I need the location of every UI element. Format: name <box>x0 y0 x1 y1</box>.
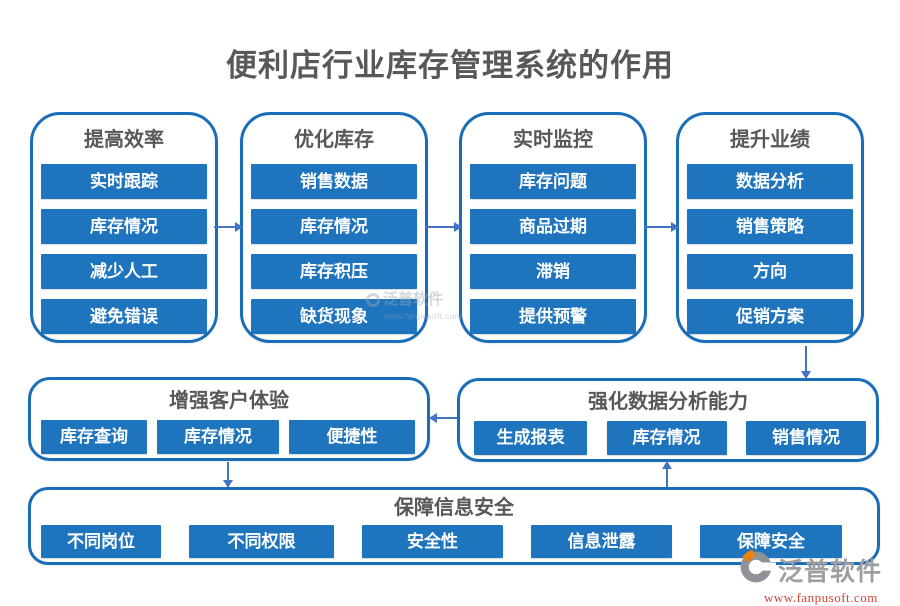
group-box-data-analysis: 强化数据分析能力 生成报表 库存情况 销售情况 <box>457 378 879 462</box>
group-item: 库存问题 <box>470 164 636 199</box>
group-item: 库存查询 <box>41 420 147 454</box>
group-item: 避免错误 <box>41 299 207 334</box>
group-item: 库存情况 <box>606 421 727 455</box>
group-item: 保障安全 <box>700 525 842 558</box>
brand-name: 泛普软件 <box>778 557 883 586</box>
group-box-efficiency: 提高效率 实时跟踪 库存情况 减少人工 避免错误 <box>30 112 218 343</box>
group-header: 保障信息安全 <box>394 497 514 519</box>
group-item: 减少人工 <box>41 254 207 289</box>
brand-url: www.fanpusoft.com <box>764 590 878 605</box>
group-item: 销售策略 <box>687 209 853 244</box>
group-item: 商品过期 <box>470 209 636 244</box>
group-item: 不同岗位 <box>41 525 161 558</box>
watermark-url: www.fanpusoft.com <box>384 312 462 321</box>
group-box-realtime-monitor: 实时监控 库存问题 商品过期 滞销 提供预警 <box>459 112 647 343</box>
group-header: 实时监控 <box>513 129 593 151</box>
group-item: 销售情况 <box>746 421 866 455</box>
group-item: 促销方案 <box>687 299 853 334</box>
group-item: 库存情况 <box>251 209 417 244</box>
watermark-text: 泛普软件 <box>383 291 444 308</box>
group-box-customer-experience: 增强客户体验 库存查询 库存情况 便捷性 <box>28 377 430 461</box>
group-item: 提供预警 <box>470 299 636 334</box>
group-item: 库存积压 <box>251 254 417 289</box>
group-item: 库存情况 <box>41 209 207 244</box>
brand-logo-icon <box>736 547 776 592</box>
group-header: 增强客户体验 <box>169 390 289 412</box>
group-item: 生成报表 <box>474 421 587 455</box>
group-item: 缺货现象 <box>251 299 417 334</box>
arrow-right-icon <box>644 222 679 232</box>
group-item: 不同权限 <box>189 525 334 558</box>
watermark-logo-icon <box>366 292 380 307</box>
group-item: 库存情况 <box>157 420 279 454</box>
page-title: 便利店行业库存管理系统的作用 <box>226 48 674 83</box>
brand-logo: 泛普软件 www.fanpusoft.com <box>736 547 894 606</box>
group-header: 强化数据分析能力 <box>588 391 748 413</box>
group-item: 信息泄露 <box>531 525 672 558</box>
arrow-right-icon <box>214 222 243 232</box>
group-box-improve-performance: 提升业绩 数据分析 销售策略 方向 促销方案 <box>676 112 864 343</box>
group-header: 提升业绩 <box>730 129 810 151</box>
group-item: 方向 <box>687 254 853 289</box>
watermark: 泛普软件 www.fanpusoft.com <box>366 291 486 325</box>
group-item: 实时跟踪 <box>41 164 207 199</box>
group-box-information-security: 保障信息安全 不同岗位 不同权限 安全性 信息泄露 保障安全 <box>28 487 880 565</box>
arrow-right-icon <box>425 222 462 232</box>
group-item: 滞销 <box>470 254 636 289</box>
group-box-optimize-inventory: 优化库存 销售数据 库存情况 库存积压 缺货现象 <box>240 112 428 343</box>
group-header: 优化库存 <box>294 129 374 151</box>
group-item: 销售数据 <box>251 164 417 199</box>
group-item: 安全性 <box>362 525 503 558</box>
arrow-down-icon <box>801 346 811 379</box>
arrow-down-icon <box>223 462 233 488</box>
arrow-up-icon <box>662 461 672 487</box>
arrow-left-icon <box>429 413 457 423</box>
group-item: 便捷性 <box>289 420 415 454</box>
group-header: 提高效率 <box>84 129 164 151</box>
group-item: 数据分析 <box>687 164 853 199</box>
